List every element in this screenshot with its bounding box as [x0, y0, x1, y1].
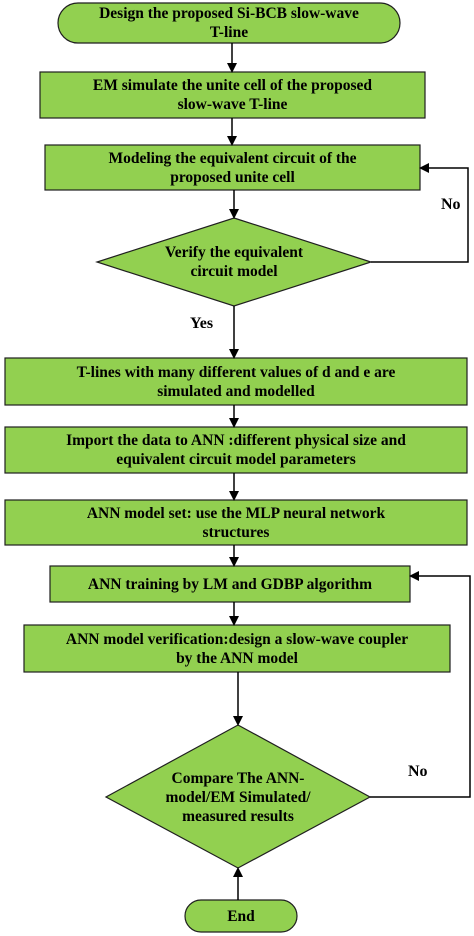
tlines-label: T-lines with many different values of d … — [76, 363, 396, 400]
arrow-verify-no-loop — [371, 163, 469, 263]
ann-verification-box-shape — [23, 624, 451, 673]
em-simulate-box-shape — [39, 71, 426, 119]
start-label: Design the proposed Si-BCB slow-wave T-l… — [99, 5, 359, 41]
ann-training-box-shape — [49, 565, 411, 603]
import-data-label: Import the data to ANN :different physic… — [66, 432, 406, 468]
end-label: End — [227, 907, 255, 925]
import-data-box-shape — [4, 426, 468, 474]
edge-label-no-top: No — [441, 196, 461, 213]
end-terminator-shape — [184, 899, 298, 933]
arrow-compare-no-loop — [370, 571, 471, 798]
verify-decision-label: Verify the equivalent circuit model — [164, 244, 304, 280]
edge-label-yes: Yes — [190, 315, 214, 332]
ann-verification-label: ANN model verification:design a slow-wav… — [65, 630, 409, 667]
ann-training-label: ANN training by LM and GDBP algorithm — [87, 575, 373, 593]
tlines-box-shape — [4, 357, 468, 406]
start-terminator-shape — [57, 2, 401, 44]
em-simulate-label: EM simulate the unite cell of the propos… — [92, 77, 373, 113]
ann-set-label: ANN model set: use the MLP neural networ… — [86, 504, 386, 541]
ann-set-box-shape — [4, 499, 468, 546]
modeling-label: Modeling the equivalent circuit of the p… — [108, 149, 357, 186]
edge-label-no-bottom: No — [408, 763, 428, 780]
compare-decision-label: Compare The ANN- model/EM Simulated/ mea… — [165, 769, 311, 825]
